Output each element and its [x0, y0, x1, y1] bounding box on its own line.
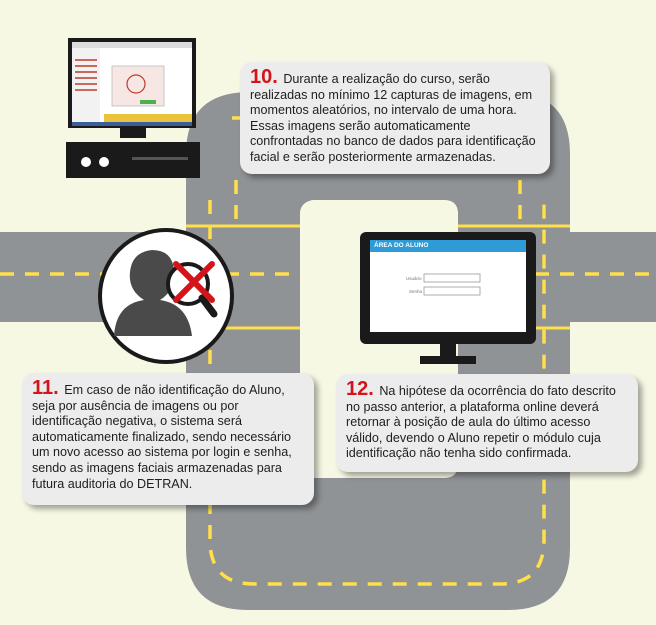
monitor-login-icon — [360, 232, 536, 364]
login-password-label: Senha — [409, 289, 423, 294]
step-12-card: 12. Na hipótese da ocorrência do fato de… — [336, 374, 638, 472]
step-11-card: 11. Em caso de não identificação do Alun… — [22, 373, 314, 505]
desktop-computer-icon — [66, 38, 200, 178]
login-header: ÁREA DO ALUNO — [374, 242, 429, 249]
step-number: 10. — [250, 66, 278, 88]
step-number: 11. — [32, 377, 59, 399]
step-number: 12. — [346, 378, 374, 400]
login-user-label: Usuário — [406, 276, 422, 281]
step-text: Na hipótese da ocorrência do fato descri… — [346, 384, 616, 461]
step-text: Em caso de não identificação do Aluno, s… — [32, 383, 292, 491]
step-text: Durante a realização do curso, serão rea… — [250, 72, 536, 164]
magnifier-face-cross-icon — [98, 228, 234, 364]
step-10-card: 10. Durante a realização do curso, serão… — [240, 62, 550, 174]
